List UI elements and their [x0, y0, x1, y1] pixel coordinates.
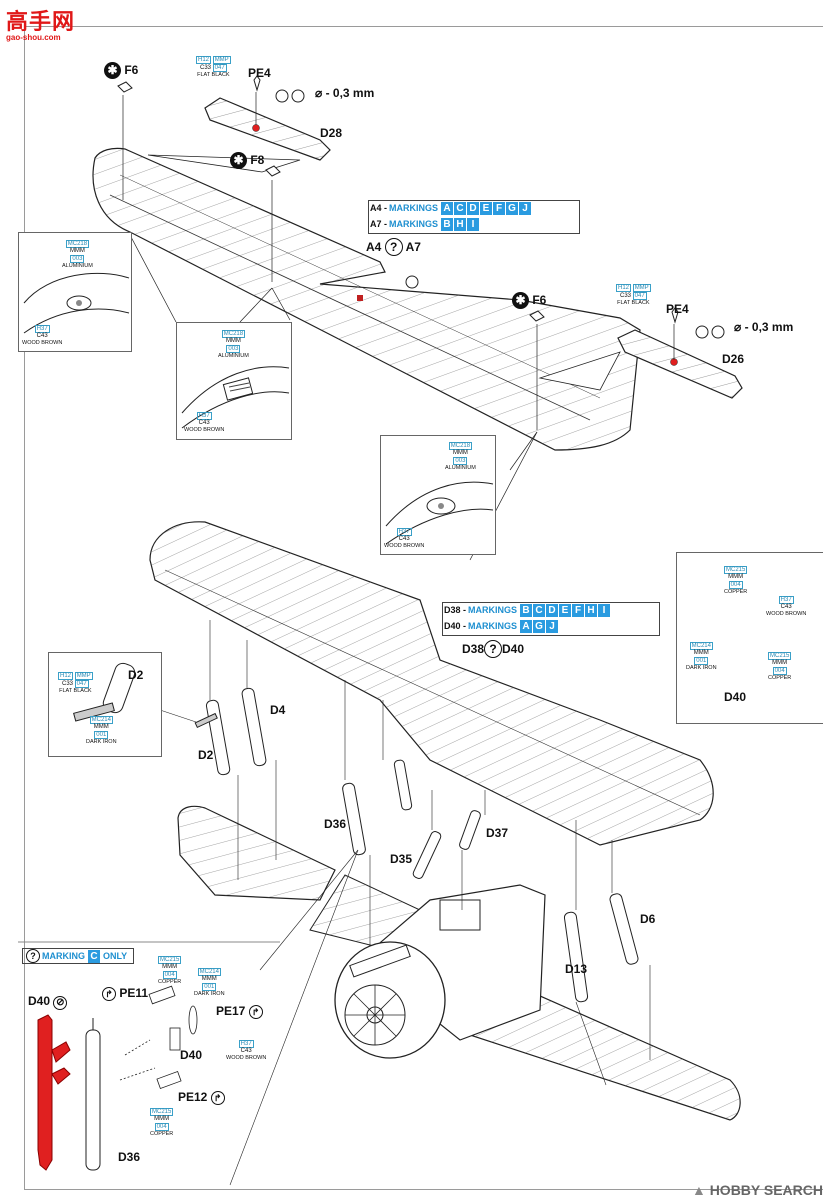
aileron-d26	[617, 329, 743, 399]
page-frame	[24, 26, 823, 1190]
aileron-d28	[204, 97, 331, 161]
site-logo: 高手网 gao-shou.com	[6, 9, 76, 42]
paint-callout-alu-2: MC218 MMM 003 ALUMINIUM	[218, 330, 249, 359]
label-pe11: ↱ PE11	[102, 986, 148, 1001]
paint-callout-wood-4: H37 C43 WOOD BROWN	[766, 596, 807, 617]
leader-lines-struts	[209, 620, 651, 1186]
paint-callout-flat-black-3: H12 MMP C33 047 FLAT BLACK	[58, 672, 93, 694]
paint-callout-alu-1: MC218 MMM 003 ALUMINIUM	[62, 240, 93, 269]
inset-d40-right	[676, 552, 823, 724]
paint-callout-wood-5: H37 C43 WOOD BROWN	[226, 1040, 267, 1061]
label-d36-bottom: D36	[118, 1150, 141, 1164]
label-d6: D6	[640, 912, 656, 926]
inset-alu-2	[176, 322, 292, 440]
label-pe4-top: PE4	[248, 66, 271, 80]
paint-callout-iron-3: MC214 MMM 001 DARK IRON	[194, 968, 225, 997]
label-d36: D36	[324, 817, 347, 831]
question-icon: ?	[384, 238, 403, 256]
label-d26: D26	[722, 352, 745, 366]
paint-callout-iron-1: MC214 MMM 001 DARK IRON	[686, 642, 717, 671]
label-d38-d40: D38?D40	[462, 640, 525, 658]
paint-callout-wood-3: H37 C43 WOOD BROWN	[384, 528, 425, 549]
label-pe12: PE12 ↱	[178, 1090, 225, 1105]
star-icon: ✱	[230, 152, 247, 169]
paint-callout-copper-3: MC215 MMM 004 COPPER	[158, 956, 182, 985]
upper-wing-top	[92, 147, 641, 451]
label-d2-inset: D2	[128, 668, 144, 682]
paint-callout-wood-2: H37 C43 WOOD BROWN	[184, 412, 225, 433]
inset-d2	[48, 652, 162, 757]
label-d40-mid: D40	[180, 1048, 203, 1062]
no-glue-icon: ⊘	[53, 996, 68, 1010]
hobby-search-watermark: ▲ HOBBY SEARCH	[691, 1182, 823, 1198]
paint-callout-wood-1: H37 C43 WOOD BROWN	[22, 325, 63, 346]
bend-icon: ↱	[210, 1091, 225, 1105]
label-pe17: PE17 ↱	[216, 1004, 263, 1019]
label-f8: ✱ F8	[230, 152, 264, 169]
question-icon: ?	[484, 640, 503, 658]
paint-callout-alu-3: MC218 MMM 003 ALUMINIUM	[445, 442, 476, 471]
label-pe4-right: PE4	[666, 302, 689, 316]
drill-note-top: ⌀ - 0,3 mm	[315, 86, 375, 100]
paint-callout-iron-2: MC214 MMM 001 DARK IRON	[86, 716, 117, 745]
label-d37: D37	[486, 826, 509, 840]
paint-callout-copper-1: MC215 MMM 004 COPPER	[724, 566, 748, 595]
pe-parts-inset	[119, 985, 198, 1089]
star-icon: ✱	[104, 62, 121, 79]
paint-callout-flat-black-2: H12 MMP C33 047 FLAT BLACK	[616, 284, 651, 306]
star-icon: ✱	[512, 292, 529, 309]
upper-wing-lower-view	[149, 521, 714, 846]
paint-callout-copper-2: MC215 MMM 004 COPPER	[768, 652, 792, 681]
label-d28: D28	[320, 126, 343, 140]
struts	[194, 687, 639, 1003]
label-f6-top: ✱ F6	[104, 62, 138, 79]
bend-icon: ↱	[102, 987, 116, 1001]
drill-note-right: ⌀ - 0,3 mm	[734, 320, 794, 334]
label-d13: D13	[565, 962, 588, 976]
small-parts-top	[117, 75, 725, 339]
label-d40-inset: D40	[724, 690, 747, 704]
fuselage-engine	[334, 884, 546, 1059]
label-d35: D35	[390, 852, 413, 866]
bend-icon: ↱	[248, 1005, 263, 1019]
label-d4: D4	[270, 703, 286, 717]
label-f6-right: ✱ F6	[512, 292, 546, 309]
paint-callout-flat-black-1: H12 MMP C33 047 FLAT BLACK	[196, 56, 231, 78]
label-a4-a7: A4 ? A7	[366, 238, 421, 256]
label-d2: D2	[198, 748, 214, 762]
strut-d40-red	[37, 1014, 101, 1171]
question-icon: ?	[26, 949, 40, 963]
paint-callout-copper-4: MC215 MMM 004 COPPER	[150, 1108, 174, 1137]
label-d40-bottom: D40 ⊘	[28, 994, 68, 1010]
